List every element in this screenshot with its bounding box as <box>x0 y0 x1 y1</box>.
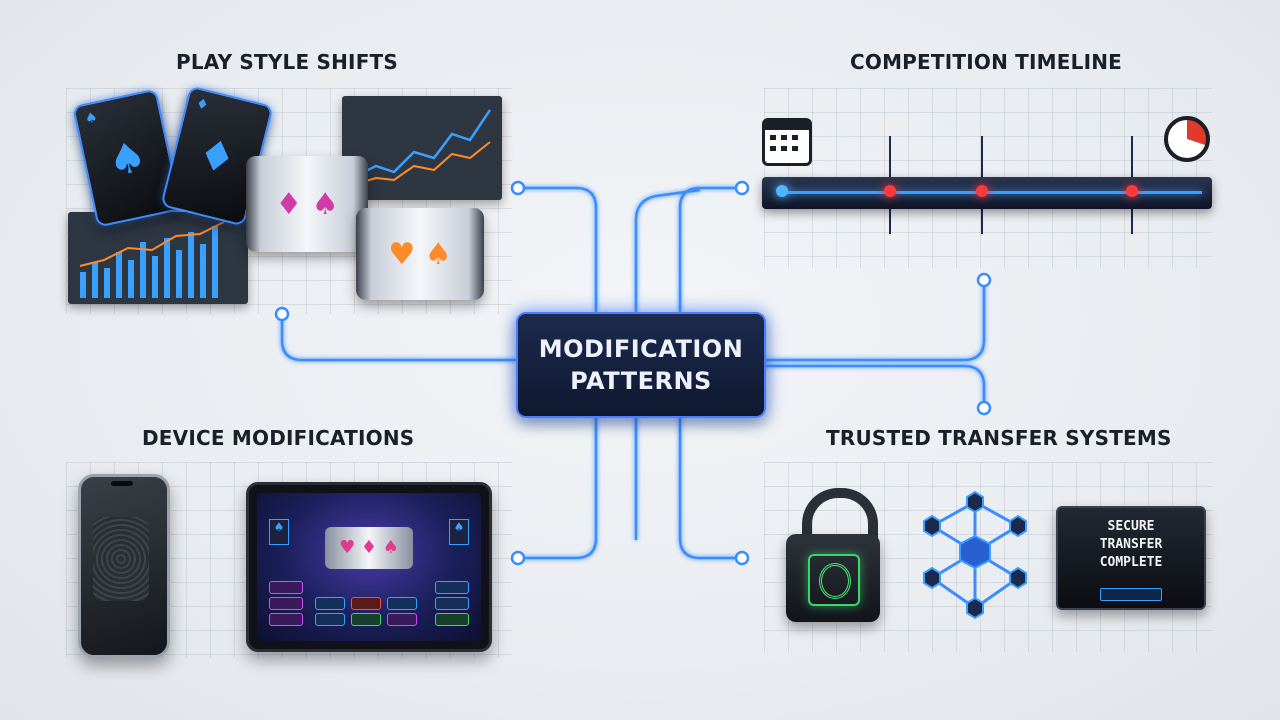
tablet-button[interactable] <box>387 613 417 626</box>
tablet-screen: ♥ ♦ ♠ ♠ ♠ <box>257 493 481 641</box>
node-dot <box>734 180 750 196</box>
link-play-style <box>280 316 516 362</box>
play-style-title: PLAY STYLE SHIFTS <box>176 50 399 74</box>
tablet-button[interactable] <box>435 597 469 610</box>
padlock-shackle <box>802 488 878 558</box>
link-top-left-a <box>518 186 598 312</box>
tablet-button[interactable] <box>269 581 303 594</box>
center-title-line2: PATTERNS <box>570 367 712 395</box>
timeline-event-marker <box>1126 185 1138 197</box>
secure-transfer-button[interactable] <box>1100 588 1162 601</box>
tablet-button[interactable] <box>315 597 345 610</box>
timeline-event-marker <box>884 185 896 197</box>
tablet-slot-reels: ♥ ♦ ♠ <box>325 527 413 569</box>
timeline-event-marker <box>976 185 988 197</box>
link-competition <box>762 282 986 362</box>
secure-transfer-text: SECURE TRANSFER COMPLETE <box>1099 519 1163 570</box>
transfer-title: TRUSTED TRANSFER SYSTEMS <box>826 426 1172 450</box>
tablet-icon: ♥ ♦ ♠ ♠ ♠ <box>246 482 492 652</box>
link-bottom-left <box>518 414 598 560</box>
timeline-start-marker <box>776 185 788 197</box>
slot-reel-icon: ♥ ♠ <box>356 208 484 300</box>
stopwatch-icon <box>1164 116 1210 162</box>
fingerprint-icon <box>808 554 860 606</box>
tablet-button[interactable] <box>435 613 469 626</box>
network-hex-icon <box>923 490 1027 620</box>
line-chart-icon <box>342 96 502 200</box>
tablet-button[interactable] <box>351 613 381 626</box>
tablet-button[interactable] <box>269 613 303 626</box>
device-title: DEVICE MODIFICATIONS <box>142 426 415 450</box>
link-top-mid <box>634 188 701 312</box>
tablet-button[interactable] <box>435 581 469 594</box>
link-bottom-right <box>678 414 742 560</box>
padlock-fingerprint-icon <box>786 534 880 622</box>
competition-title: COMPETITION TIMELINE <box>850 50 1123 74</box>
secure-transfer-panel: SECURE TRANSFER COMPLETE <box>1056 506 1206 610</box>
node-dot <box>976 272 992 288</box>
slot-reel-icon: ♦ ♠ <box>246 156 368 252</box>
bar-chart-icon <box>68 212 248 304</box>
timeline-track <box>778 191 1202 194</box>
tablet-button[interactable] <box>387 597 417 610</box>
tablet-button[interactable] <box>351 597 381 610</box>
node-dot <box>510 550 526 566</box>
timeline-bar <box>762 177 1212 209</box>
calendar-icon <box>762 118 812 166</box>
tablet-button[interactable] <box>315 613 345 626</box>
node-dot <box>274 306 290 322</box>
node-dot <box>976 400 992 416</box>
node-dot <box>734 550 750 566</box>
tablet-button[interactable] <box>269 597 303 610</box>
smartphone-icon <box>78 474 170 658</box>
tablet-card-icon: ♠ <box>449 519 469 545</box>
link-transfer <box>762 364 986 406</box>
tablet-card-icon: ♠ <box>269 519 289 545</box>
node-dot <box>510 180 526 196</box>
center-title-line1: MODIFICATION <box>538 335 744 363</box>
link-top-right-a <box>678 186 740 312</box>
modification-patterns-node: MODIFICATION PATTERNS <box>516 312 766 418</box>
